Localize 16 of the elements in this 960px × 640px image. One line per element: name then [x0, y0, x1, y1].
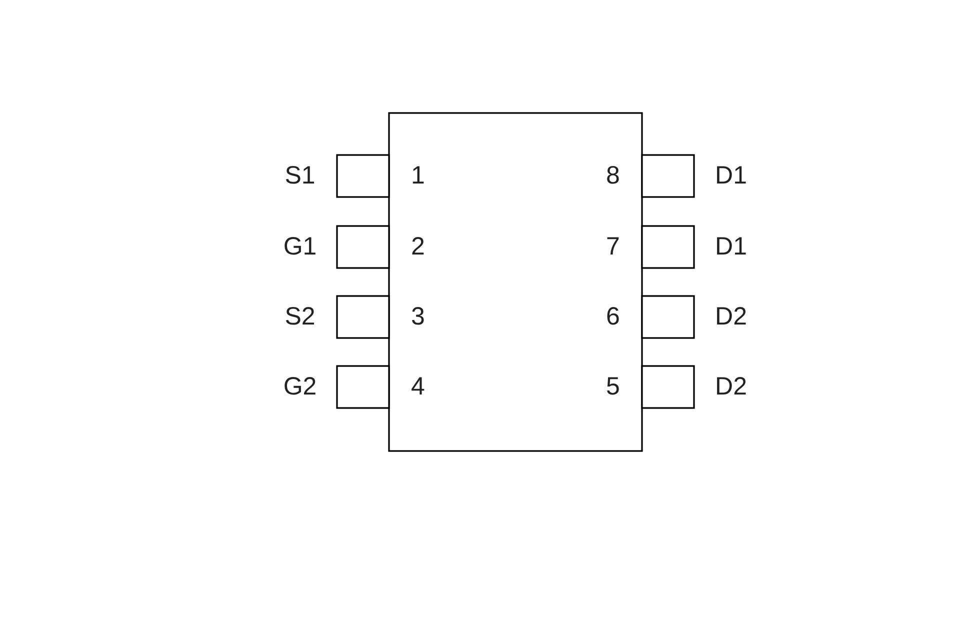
pin-name: D2	[715, 304, 747, 330]
pin-number: 5	[606, 374, 620, 400]
pin-number: 2	[411, 234, 425, 260]
pin-name: G1	[283, 234, 317, 260]
pin-number: 4	[411, 374, 425, 400]
pin-number: 1	[411, 164, 425, 188]
pin-name: S2	[284, 304, 316, 330]
pin-name: D2	[715, 374, 747, 400]
pin-name: D1	[715, 234, 747, 260]
pin-name: D1	[715, 164, 747, 188]
pin-number: 8	[606, 164, 620, 188]
pin-number: 7	[606, 234, 620, 260]
pin-number: 6	[606, 304, 620, 330]
pin-name: G2	[283, 374, 317, 400]
pin-name: S1	[284, 164, 316, 188]
pin-number: 3	[411, 304, 425, 330]
